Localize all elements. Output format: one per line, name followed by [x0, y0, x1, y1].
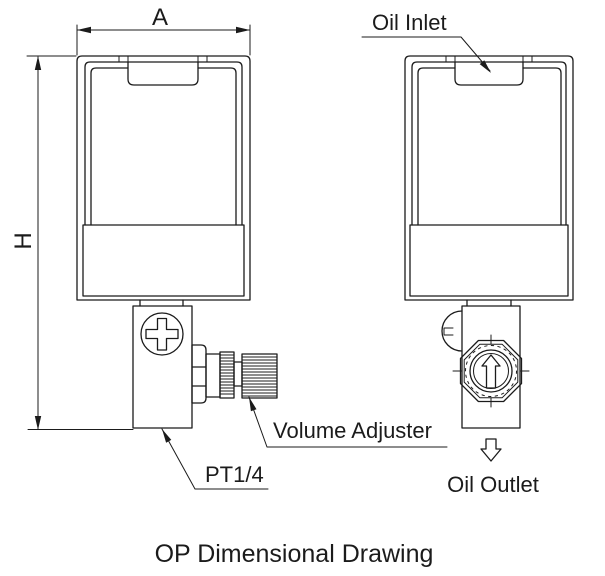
dial-index-ticks: [452, 334, 530, 408]
side-view: [404, 55, 574, 429]
port-thread-leader: [161, 428, 269, 490]
oil-outlet-callout: Oil Outlet: [447, 438, 539, 497]
volume-adjuster-leader: [248, 396, 448, 448]
dial-ring-inner: [473, 353, 509, 389]
dimension-width: A: [76, 4, 251, 56]
oil-inlet-leader: [361, 36, 491, 72]
oil-inlet-label: Oil Inlet: [372, 10, 447, 35]
side-cap-ticks: [445, 55, 533, 63]
adjuster-knob-big-hatch: [242, 356, 277, 397]
port-thread-callout: PT1/4: [161, 428, 269, 490]
dial-inner-octagon: [463, 343, 519, 399]
side-tank-inner2: [417, 67, 562, 226]
drawing-title: OP Dimensional Drawing: [155, 540, 434, 568]
oil-inlet-arrowhead: [479, 60, 491, 73]
front-base-block: [82, 224, 245, 297]
dial-outer-octagon: [459, 339, 523, 403]
oil-inlet-callout: Oil Inlet: [361, 10, 491, 73]
port-thread-label: PT1/4: [205, 462, 264, 487]
dim-h-label: H: [10, 232, 37, 249]
dial-up-arrow-icon: [481, 354, 501, 389]
front-tank-inner: [84, 61, 243, 226]
adjuster-knurl-small-hatch: [220, 354, 234, 395]
front-cap-ticks: [118, 55, 208, 63]
dial-tooth-ring: [465, 345, 517, 397]
adjuster-cylinder: [205, 353, 221, 398]
dimension-height: H: [10, 55, 134, 430]
adjuster-hex-nut: [191, 344, 207, 404]
side-tank-outer: [404, 55, 574, 301]
side-pump-body: [461, 305, 521, 429]
side-screw-profile: [441, 310, 463, 352]
dim-a-arrow-left: [77, 26, 91, 34]
volume-adjuster-knob: [191, 344, 278, 404]
dim-h-arrow-bottom: [34, 416, 42, 430]
front-tank-inner2: [90, 67, 237, 226]
front-pump-body: [132, 305, 193, 429]
front-filler-cap: [127, 61, 199, 86]
side-neck: [466, 299, 512, 307]
dial-ring-outer: [469, 349, 513, 393]
volume-adjuster-arrowhead: [249, 397, 257, 412]
dim-a-label: A: [152, 4, 168, 31]
front-view: [76, 55, 278, 429]
oil-outlet-down-arrow-icon: [480, 438, 502, 462]
side-tank-inner: [411, 61, 567, 226]
dim-a-arrow-right: [236, 26, 250, 34]
adjuster-dial: [452, 334, 530, 408]
phillips-screw-icon: [140, 312, 184, 356]
adjuster-knob-big: [241, 353, 278, 399]
dim-h-ext-lines: [26, 55, 134, 430]
front-tank-outer: [76, 55, 251, 301]
side-base-block: [409, 224, 569, 297]
adjuster-shaft: [233, 361, 243, 387]
volume-adjuster-label: Volume Adjuster: [273, 418, 432, 443]
front-neck: [139, 299, 184, 307]
side-filler-cap: [454, 61, 524, 86]
dim-h-arrow-top: [34, 56, 42, 70]
adjuster-knurl-small: [219, 351, 235, 399]
oil-outlet-label: Oil Outlet: [447, 472, 539, 497]
volume-adjuster-callout: Volume Adjuster: [248, 396, 448, 448]
